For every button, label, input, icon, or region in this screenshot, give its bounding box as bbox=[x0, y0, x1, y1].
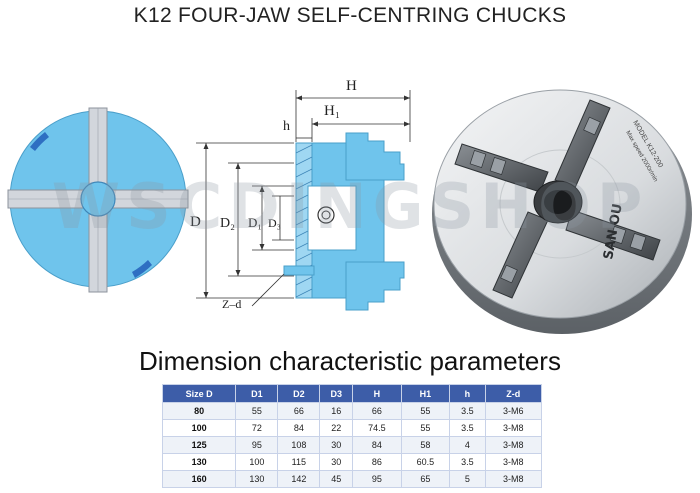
dim-label-h: h bbox=[283, 119, 290, 134]
table-cell: 3.5 bbox=[449, 402, 486, 420]
table-cell: 130 bbox=[161, 453, 237, 471]
col-header: h bbox=[449, 384, 486, 403]
dim-label-Zd: Z–d bbox=[222, 297, 241, 311]
table-row: 130 100 115 30 86 60.5 3.5 3-M8 bbox=[161, 453, 543, 471]
table-cell: 84 bbox=[277, 419, 321, 437]
front-view-drawing bbox=[7, 107, 189, 293]
table-cell: 5 bbox=[449, 470, 486, 488]
table-cell: 108 bbox=[277, 436, 321, 454]
dim-label-D3: D₃ bbox=[268, 216, 281, 230]
col-header: Z-d bbox=[484, 384, 543, 403]
table-cell: 66 bbox=[352, 402, 402, 420]
table-cell: 60.5 bbox=[400, 453, 451, 471]
table-cell: 66 bbox=[277, 402, 321, 420]
table-cell: 100 bbox=[235, 453, 279, 471]
table-cell: 3.5 bbox=[449, 419, 486, 437]
table-cell: 80 bbox=[161, 402, 237, 420]
table-cell: 3-M6 bbox=[484, 402, 543, 420]
table-cell: 55 bbox=[400, 419, 451, 437]
table-cell: 3-M8 bbox=[484, 419, 543, 437]
table-cell: 3-M8 bbox=[484, 470, 543, 488]
table-cell: 86 bbox=[352, 453, 402, 471]
table-cell: 74.5 bbox=[352, 419, 402, 437]
table-cell: 3-M8 bbox=[484, 453, 543, 471]
col-header: Size D bbox=[161, 384, 237, 403]
table-cell: 16 bbox=[319, 402, 354, 420]
dimension-table: Size D D1 D2 D3 H H1 h Z-d 80 55 66 16 6… bbox=[161, 384, 543, 488]
table-cell: 72 bbox=[235, 419, 279, 437]
table-cell: 55 bbox=[235, 402, 279, 420]
table-cell: 3.5 bbox=[449, 453, 486, 471]
section-subtitle: Dimension characteristic parameters bbox=[139, 346, 561, 376]
table-cell: 125 bbox=[161, 436, 237, 454]
table-cell: 30 bbox=[319, 436, 354, 454]
table-row: 100 72 84 22 74.5 55 3.5 3-M8 bbox=[161, 419, 543, 437]
dim-label-H: H bbox=[346, 78, 357, 94]
col-header: D2 bbox=[277, 384, 321, 403]
dim-label-D2: D₂ bbox=[220, 216, 235, 231]
col-header: D3 bbox=[319, 384, 354, 403]
table-cell: 160 bbox=[161, 470, 237, 488]
chuck-drawings: H H₁ h D D₂ D₁ D₃ Z–d bbox=[7, 78, 692, 334]
table-cell: 95 bbox=[235, 436, 279, 454]
table-cell: 22 bbox=[319, 419, 354, 437]
table-row: 125 95 108 30 84 58 4 3-M8 bbox=[161, 436, 543, 454]
table-cell: 3-M8 bbox=[484, 436, 543, 454]
col-header: H bbox=[352, 384, 402, 403]
col-header: H1 bbox=[400, 384, 451, 403]
table-cell: 115 bbox=[277, 453, 321, 471]
table-cell: 4 bbox=[449, 436, 486, 454]
table-row: 160 130 142 45 95 65 5 3-M8 bbox=[161, 470, 543, 488]
chuck-photo: MODEL K12-200 Max speed 2000r/min SAN OU bbox=[432, 89, 692, 334]
table-cell: 30 bbox=[319, 453, 354, 471]
table-cell: 130 bbox=[235, 470, 279, 488]
side-section-drawing: H H₁ h D D₂ D₁ D₃ Z–d bbox=[190, 78, 411, 311]
table-header-row: Size D D1 D2 D3 H H1 h Z-d bbox=[161, 384, 543, 403]
dim-label-H1: H₁ bbox=[324, 103, 340, 119]
dim-label-D: D bbox=[190, 214, 201, 230]
table-cell: 95 bbox=[352, 470, 402, 488]
table-cell: 65 bbox=[400, 470, 451, 488]
col-header: D1 bbox=[235, 384, 279, 403]
table-row: 80 55 66 16 66 55 3.5 3-M6 bbox=[161, 402, 543, 420]
diagram-area: H H₁ h D D₂ D₁ D₃ Z–d bbox=[0, 40, 700, 340]
page-title: K12 FOUR-JAW SELF-CENTRING CHUCKS bbox=[133, 4, 567, 27]
table-cell: 58 bbox=[400, 436, 451, 454]
table-cell: 100 bbox=[161, 419, 237, 437]
table-cell: 45 bbox=[319, 470, 354, 488]
table-cell: 142 bbox=[277, 470, 321, 488]
dim-label-D1: D₁ bbox=[248, 215, 262, 230]
table-cell: 84 bbox=[352, 436, 402, 454]
table-cell: 55 bbox=[400, 402, 451, 420]
